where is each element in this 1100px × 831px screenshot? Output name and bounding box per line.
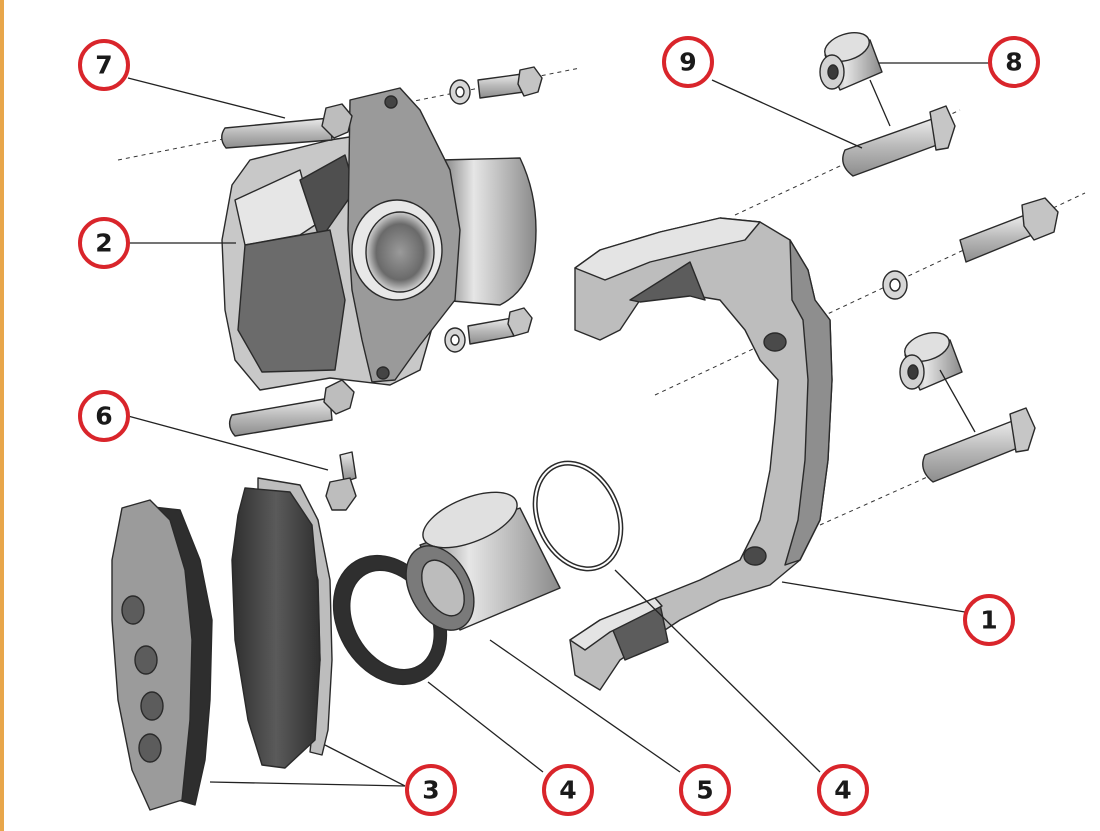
callout-5-label: 5 <box>696 776 713 805</box>
callout-5: 5 <box>679 764 731 816</box>
inner-brake-pad <box>231 477 333 769</box>
callout-7: 7 <box>78 39 130 91</box>
upper-guide-pin <box>842 105 956 177</box>
callout-3-label: 3 <box>422 776 439 805</box>
body-bolt-hole-top <box>384 95 398 109</box>
outer-brake-pad <box>111 499 213 811</box>
callout-4-seal-label: 4 <box>559 776 576 805</box>
callout-7-label: 7 <box>95 51 112 80</box>
axis-upper-right <box>734 109 961 216</box>
pad-hole-4 <box>138 733 162 763</box>
leader-3b <box>209 781 406 787</box>
callout-8: 8 <box>988 36 1040 88</box>
callout-6: 6 <box>78 390 130 442</box>
callout-4-ring: 4 <box>817 764 869 816</box>
callout-2-label: 2 <box>95 229 112 258</box>
pad-hole-1 <box>121 595 145 625</box>
pad-hole-2 <box>134 645 158 675</box>
callout-4-seal: 4 <box>542 764 594 816</box>
piston-bore <box>365 211 435 293</box>
upper-guide-bushing <box>819 32 883 91</box>
leader-5 <box>489 639 681 773</box>
axis-lower-right <box>819 439 1011 526</box>
leader-8b <box>869 79 891 127</box>
pad-hole-3 <box>140 691 164 721</box>
caliper-bracket <box>569 217 833 691</box>
leader-8c <box>939 369 976 433</box>
lower-guide-pin <box>922 407 1036 483</box>
callout-8-label: 8 <box>1005 48 1022 77</box>
leader-1 <box>781 581 966 613</box>
callout-1: 1 <box>963 594 1015 646</box>
callout-4-ring-label: 4 <box>834 776 851 805</box>
caliper-piston <box>405 491 561 631</box>
callout-2: 2 <box>78 217 130 269</box>
piston-seal-ring <box>532 460 624 572</box>
callout-3: 3 <box>405 764 457 816</box>
bracket-mounting-bolt <box>882 197 1059 300</box>
leader-lines <box>127 62 990 787</box>
callout-badges: 7 2 6 3 4 5 4 <box>78 36 1040 816</box>
bleed-screw <box>325 451 357 511</box>
leader-7 <box>127 77 286 119</box>
caliper-body <box>221 87 537 391</box>
leader-4b <box>614 569 821 773</box>
lower-guide-bushing <box>899 332 963 391</box>
bracket-bolt-hole-lower <box>743 546 767 566</box>
lower-body-bolt-assembly <box>444 307 533 353</box>
body-bolt-hole-bottom <box>376 366 390 380</box>
callout-9: 9 <box>662 36 714 88</box>
leader-6 <box>127 415 329 471</box>
leader-3a <box>324 744 406 787</box>
leader-4a <box>427 681 544 773</box>
callout-9-label: 9 <box>679 48 696 77</box>
body-mounting-bolts <box>221 103 355 437</box>
orange-edge-strip <box>0 0 4 831</box>
bracket-bolt-hole-upper <box>763 332 787 352</box>
leader-9 <box>711 79 863 149</box>
callout-6-label: 6 <box>95 402 112 431</box>
callout-1-label: 1 <box>980 606 997 635</box>
upper-bleed-bolt-assembly <box>449 66 543 105</box>
